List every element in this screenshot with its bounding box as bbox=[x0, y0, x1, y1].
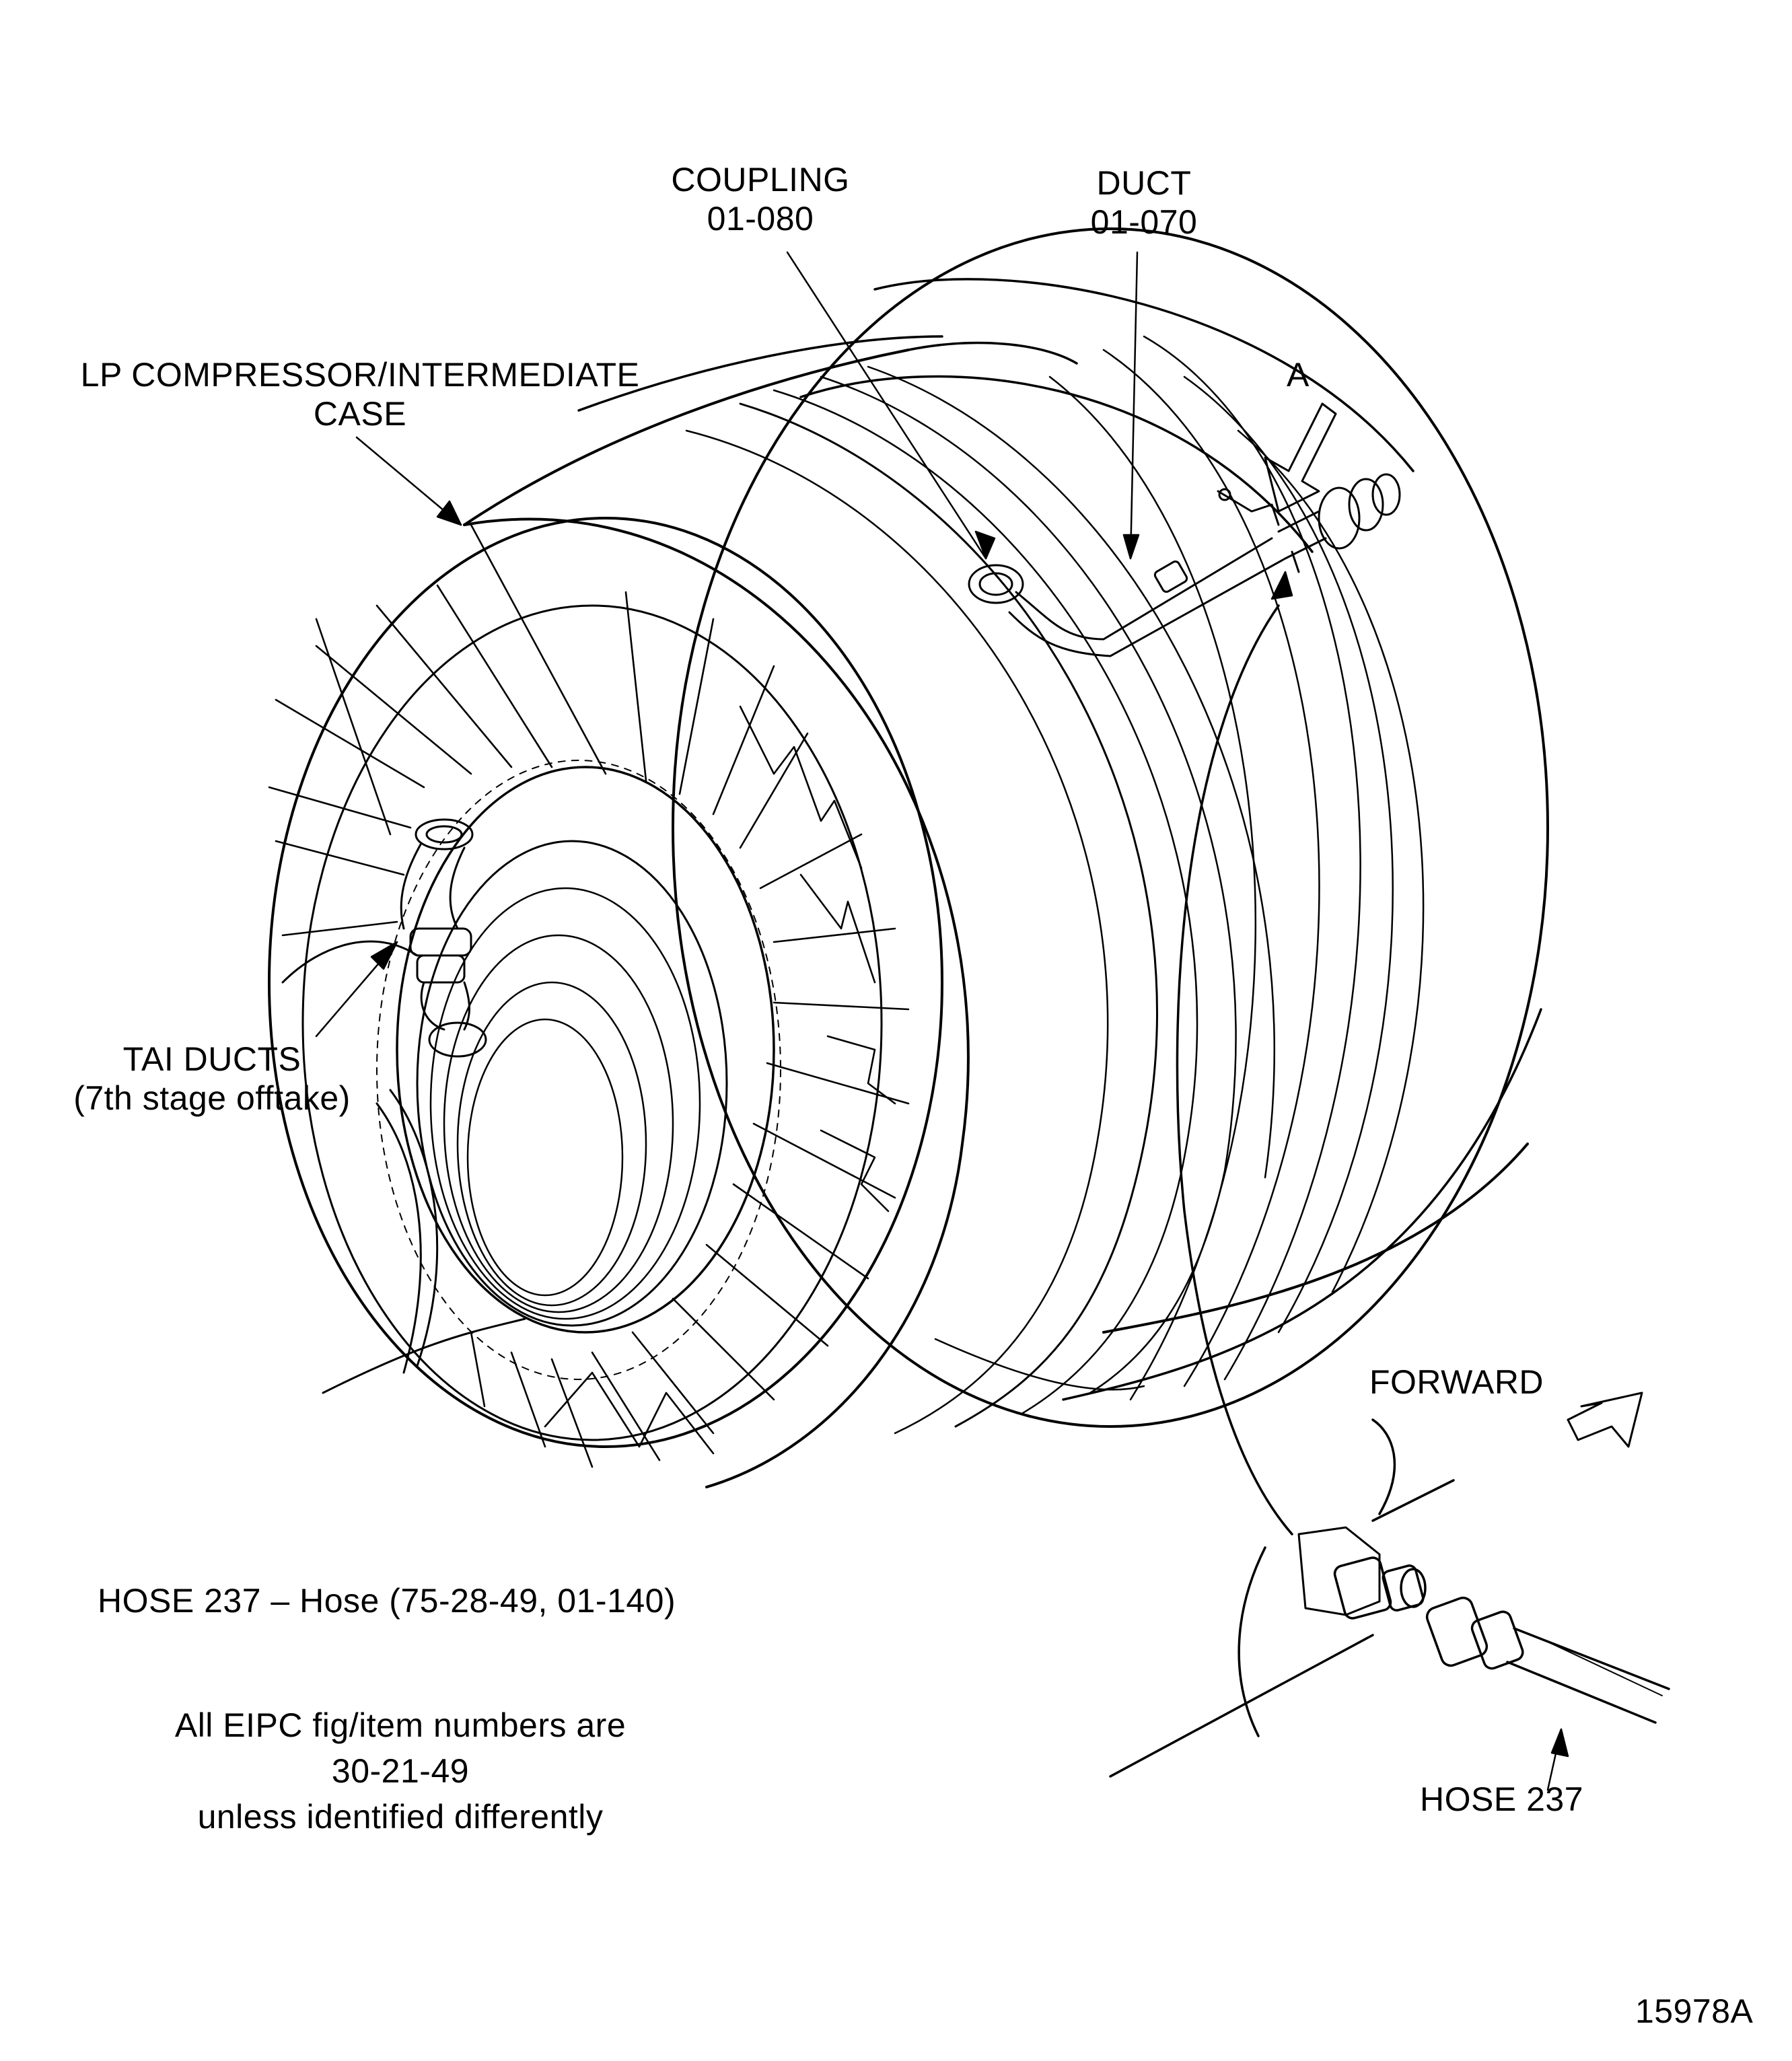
eipc-note-line1: All EIPC fig/item numbers are bbox=[174, 1706, 626, 1744]
leader-lines bbox=[315, 251, 1569, 1791]
tai-ducts-line1: TAI DUCTS bbox=[122, 1040, 301, 1078]
eipc-note: All EIPC fig/item numbers are 30-21-49 u… bbox=[175, 1702, 626, 1840]
lp-case-line1: LP COMPRESSOR/INTERMEDIATE bbox=[80, 356, 640, 394]
coupling-callout: COUPLING 01-080 bbox=[671, 160, 849, 238]
coupling-ref: 01-080 bbox=[707, 200, 814, 238]
forward-arrow-icon bbox=[1567, 1391, 1643, 1448]
hose-route bbox=[1109, 604, 1670, 1778]
tai-ducts-callout: TAI DUCTS (7th stage offtake) bbox=[73, 1040, 351, 1118]
view-a-label: A bbox=[1287, 356, 1310, 394]
eipc-note-line3: unless identified differently bbox=[197, 1798, 604, 1836]
lp-case-callout: LP COMPRESSOR/INTERMEDIATE CASE bbox=[81, 355, 640, 433]
duct-callout: DUCT 01-070 bbox=[1091, 164, 1198, 242]
eipc-note-line2: 30-21-49 bbox=[331, 1752, 470, 1790]
tai-ducts-line2: (7th stage offtake) bbox=[73, 1079, 351, 1117]
figure-id: 15978A bbox=[1635, 1992, 1754, 2030]
shaft-cone bbox=[281, 940, 526, 1394]
view-arrow-icon bbox=[1264, 402, 1337, 513]
forward-label: FORWARD bbox=[1369, 1363, 1544, 1401]
tai-duct-elbow bbox=[400, 818, 487, 1058]
lp-case-body bbox=[463, 335, 1275, 1488]
aft-case bbox=[672, 227, 1549, 1428]
hose-reference-note: HOSE 237 – Hose (75-28-49, 01-140) bbox=[98, 1582, 676, 1620]
duct-assembly bbox=[968, 473, 1401, 657]
duct-ref: 01-070 bbox=[1090, 203, 1198, 241]
lp-case-line2: CASE bbox=[313, 395, 407, 433]
hose-237-label: HOSE 237 bbox=[1420, 1780, 1584, 1818]
coupling-name: COUPLING bbox=[671, 161, 850, 198]
fan-frame bbox=[268, 517, 943, 1448]
duct-name: DUCT bbox=[1096, 164, 1192, 202]
stator-vanes bbox=[268, 523, 910, 1468]
